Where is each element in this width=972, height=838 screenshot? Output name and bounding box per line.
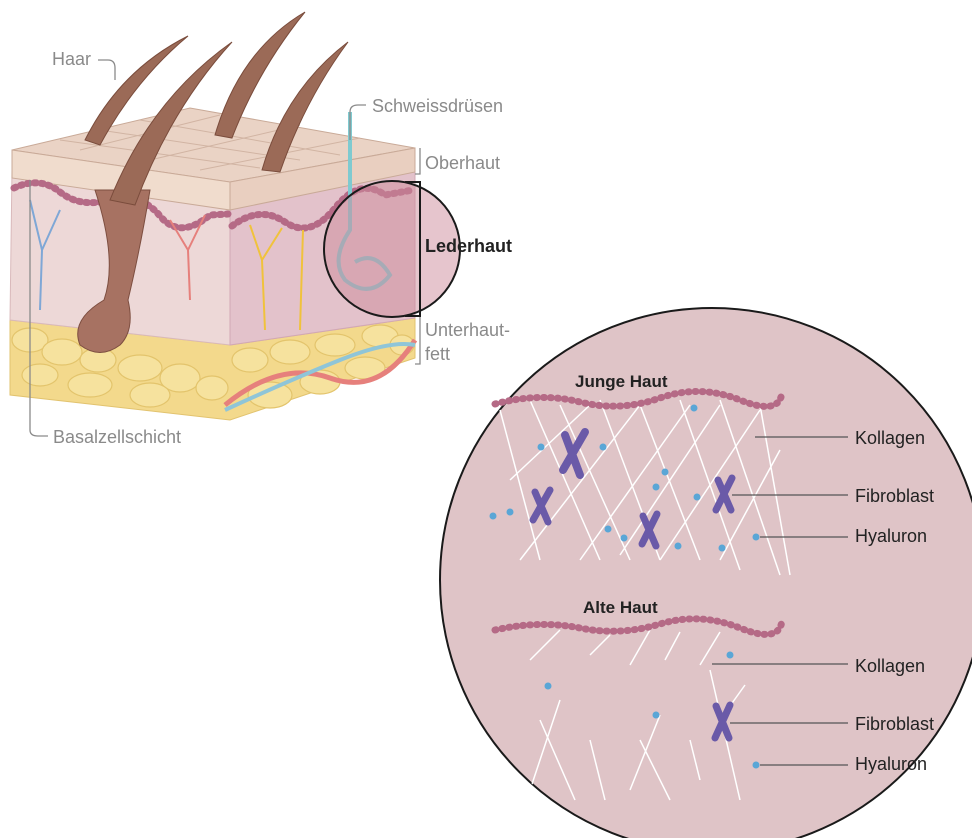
young-skin-title: Junge Haut — [575, 372, 668, 392]
young-fibroblast-label: Fibroblast — [855, 486, 934, 506]
label-dermis: Lederhaut — [425, 236, 512, 256]
label-subcutis-2: fett — [425, 344, 450, 364]
old-skin-title: Alte Haut — [583, 598, 658, 618]
skin-block — [10, 12, 460, 420]
old-hyaluron-label: Hyaluron — [855, 754, 927, 774]
young-collagen-label: Kollagen — [855, 428, 925, 448]
old-fibroblast-label: Fibroblast — [855, 714, 934, 734]
old-collagen-label: Kollagen — [855, 656, 925, 676]
label-subcutis-1: Unterhaut- — [425, 320, 510, 340]
label-epidermis: Oberhaut — [425, 153, 500, 173]
label-hair: Haar — [52, 49, 91, 69]
label-sweat-glands: Schweissdrüsen — [372, 96, 503, 116]
young-hyaluron-label: Hyaluron — [855, 526, 927, 546]
label-basal-layer: Basalzellschicht — [53, 427, 181, 447]
